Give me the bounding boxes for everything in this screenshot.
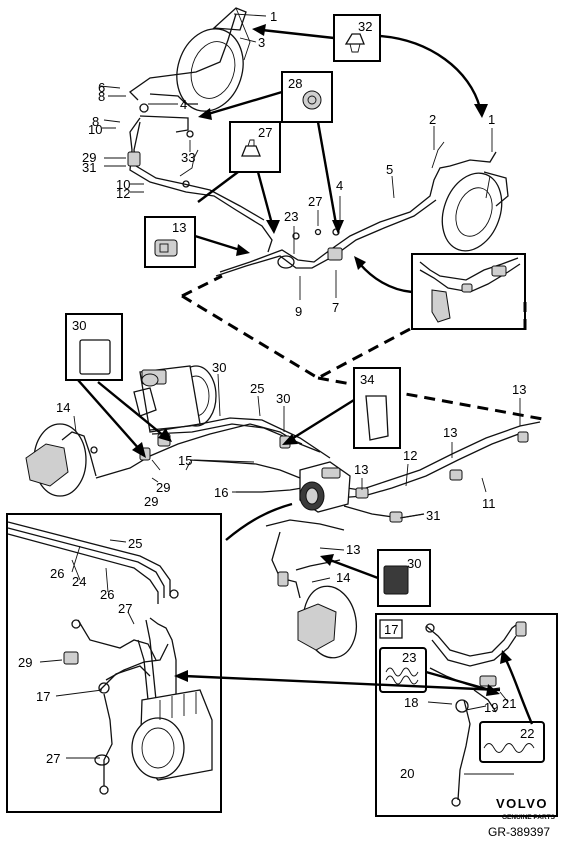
part-box-30-top: 30 — [65, 313, 123, 381]
diagram-code: GR-389397 — [488, 825, 550, 839]
callout-19: 19 — [484, 700, 498, 715]
callout-27-lower: 27 — [46, 751, 60, 766]
callout-4-top: 4 — [180, 97, 187, 112]
part-box-30-number: 30 — [72, 318, 86, 333]
dashed-connector — [181, 274, 549, 422]
callout-13-c: 13 — [512, 382, 526, 397]
callout-30-b: 30 — [276, 391, 290, 406]
callout-13-b: 13 — [443, 425, 457, 440]
callout-14-left: 14 — [56, 400, 70, 415]
callout-21: 21 — [502, 696, 516, 711]
rear-brake-lines — [95, 417, 541, 523]
callout-14-right: 14 — [336, 570, 350, 585]
callout-25-detail: 25 — [128, 536, 142, 551]
front-right-brake-shield — [441, 171, 509, 252]
callout-27-top: 27 — [308, 194, 322, 209]
leader-arrows-bottom — [174, 650, 534, 725]
brake-booster — [133, 365, 217, 433]
callout-33: 33 — [181, 150, 195, 165]
callout-18: 18 — [404, 695, 418, 710]
callout-22: 22 — [520, 726, 534, 741]
part-box-27-number: 27 — [258, 125, 272, 140]
callout-20: 20 — [400, 766, 414, 781]
callout-4-right: 4 — [336, 178, 343, 193]
callout-15: 15 — [178, 453, 192, 468]
abs-modulator — [299, 461, 351, 513]
callout-26-a: 26 — [50, 566, 64, 581]
callout-23-detail: 23 — [402, 650, 416, 665]
front-right-brake-caliper — [265, 519, 358, 659]
callout-23-top: 23 — [284, 209, 298, 224]
callout-12-top: 12 — [116, 186, 130, 201]
callout-5: 5 — [386, 162, 393, 177]
callout-31-top: 31 — [82, 160, 96, 175]
callout-26-b: 26 — [100, 587, 114, 602]
brand-name: VOLVO — [496, 796, 548, 811]
leader-arrows-middle — [77, 379, 379, 580]
callout-29-mid-a: 29 — [144, 494, 158, 509]
part-box-34: 34 — [353, 367, 401, 449]
part-box-13-top: 13 — [144, 216, 196, 268]
callout-6: 6 — [98, 80, 105, 95]
part-box-32: 32 — [333, 14, 381, 62]
bracket-detail-inset — [411, 253, 526, 330]
callout-7: 7 — [332, 300, 339, 315]
callout-1-top: 1 — [270, 9, 277, 24]
callout-leaders — [39, 13, 521, 775]
part-box-13-number: 13 — [172, 220, 186, 235]
callout-3: 3 — [258, 35, 265, 50]
callout-12-mid: 12 — [403, 448, 417, 463]
callout-8-top: 8 — [98, 89, 105, 104]
callout-29-mid-b: 29 — [156, 480, 170, 495]
callout-29-detail: 29 — [18, 655, 32, 670]
part-box-30-bottom: 30 — [377, 549, 431, 607]
callout-30-a: 30 — [212, 360, 226, 375]
callout-31-mid: 31 — [426, 508, 440, 523]
front-brake-lines — [127, 13, 273, 253]
callout-8-mid: 8 — [92, 114, 99, 129]
part-box-17-number: 17 — [384, 622, 398, 637]
callout-13-d: 13 — [346, 542, 360, 557]
callout-11: 11 — [482, 496, 496, 511]
part-box-28-number: 28 — [288, 76, 302, 91]
callout-numbers: 1 3 6 8 4 8 10 33 29 31 10 12 2 1 5 4 27… — [18, 9, 534, 781]
callout-24: 24 — [72, 574, 86, 589]
callout-2: 2 — [429, 112, 436, 127]
leader-arrows-top — [194, 24, 488, 294]
volvo-logo: VOLVO GENUINE PARTS — [496, 796, 556, 821]
callout-1-right: 1 — [488, 112, 495, 127]
brand-subtitle: GENUINE PARTS — [502, 814, 556, 821]
callout-10-lower: 10 — [116, 177, 130, 192]
rear-left-brake-caliper — [25, 423, 98, 497]
callout-16: 16 — [214, 485, 228, 500]
part-box-28: 28 — [281, 71, 333, 123]
callout-25-top: 25 — [250, 381, 264, 396]
callout-10-top: 10 — [88, 122, 102, 137]
part-box-27: 27 — [229, 121, 281, 173]
callout-17-detail: 17 — [36, 689, 50, 704]
cross-brake-lines — [215, 141, 497, 277]
callout-27-detail: 27 — [118, 601, 132, 616]
part-box-30b-number: 30 — [407, 556, 421, 571]
callout-9: 9 — [295, 304, 302, 319]
valve-detail-panel: 17 — [375, 613, 558, 817]
abs-detail-panel — [6, 513, 222, 813]
callout-13-a: 13 — [354, 462, 368, 477]
callout-29-top: 29 — [82, 150, 96, 165]
part-box-32-number: 32 — [358, 19, 372, 34]
part-box-34-number: 34 — [360, 372, 374, 387]
